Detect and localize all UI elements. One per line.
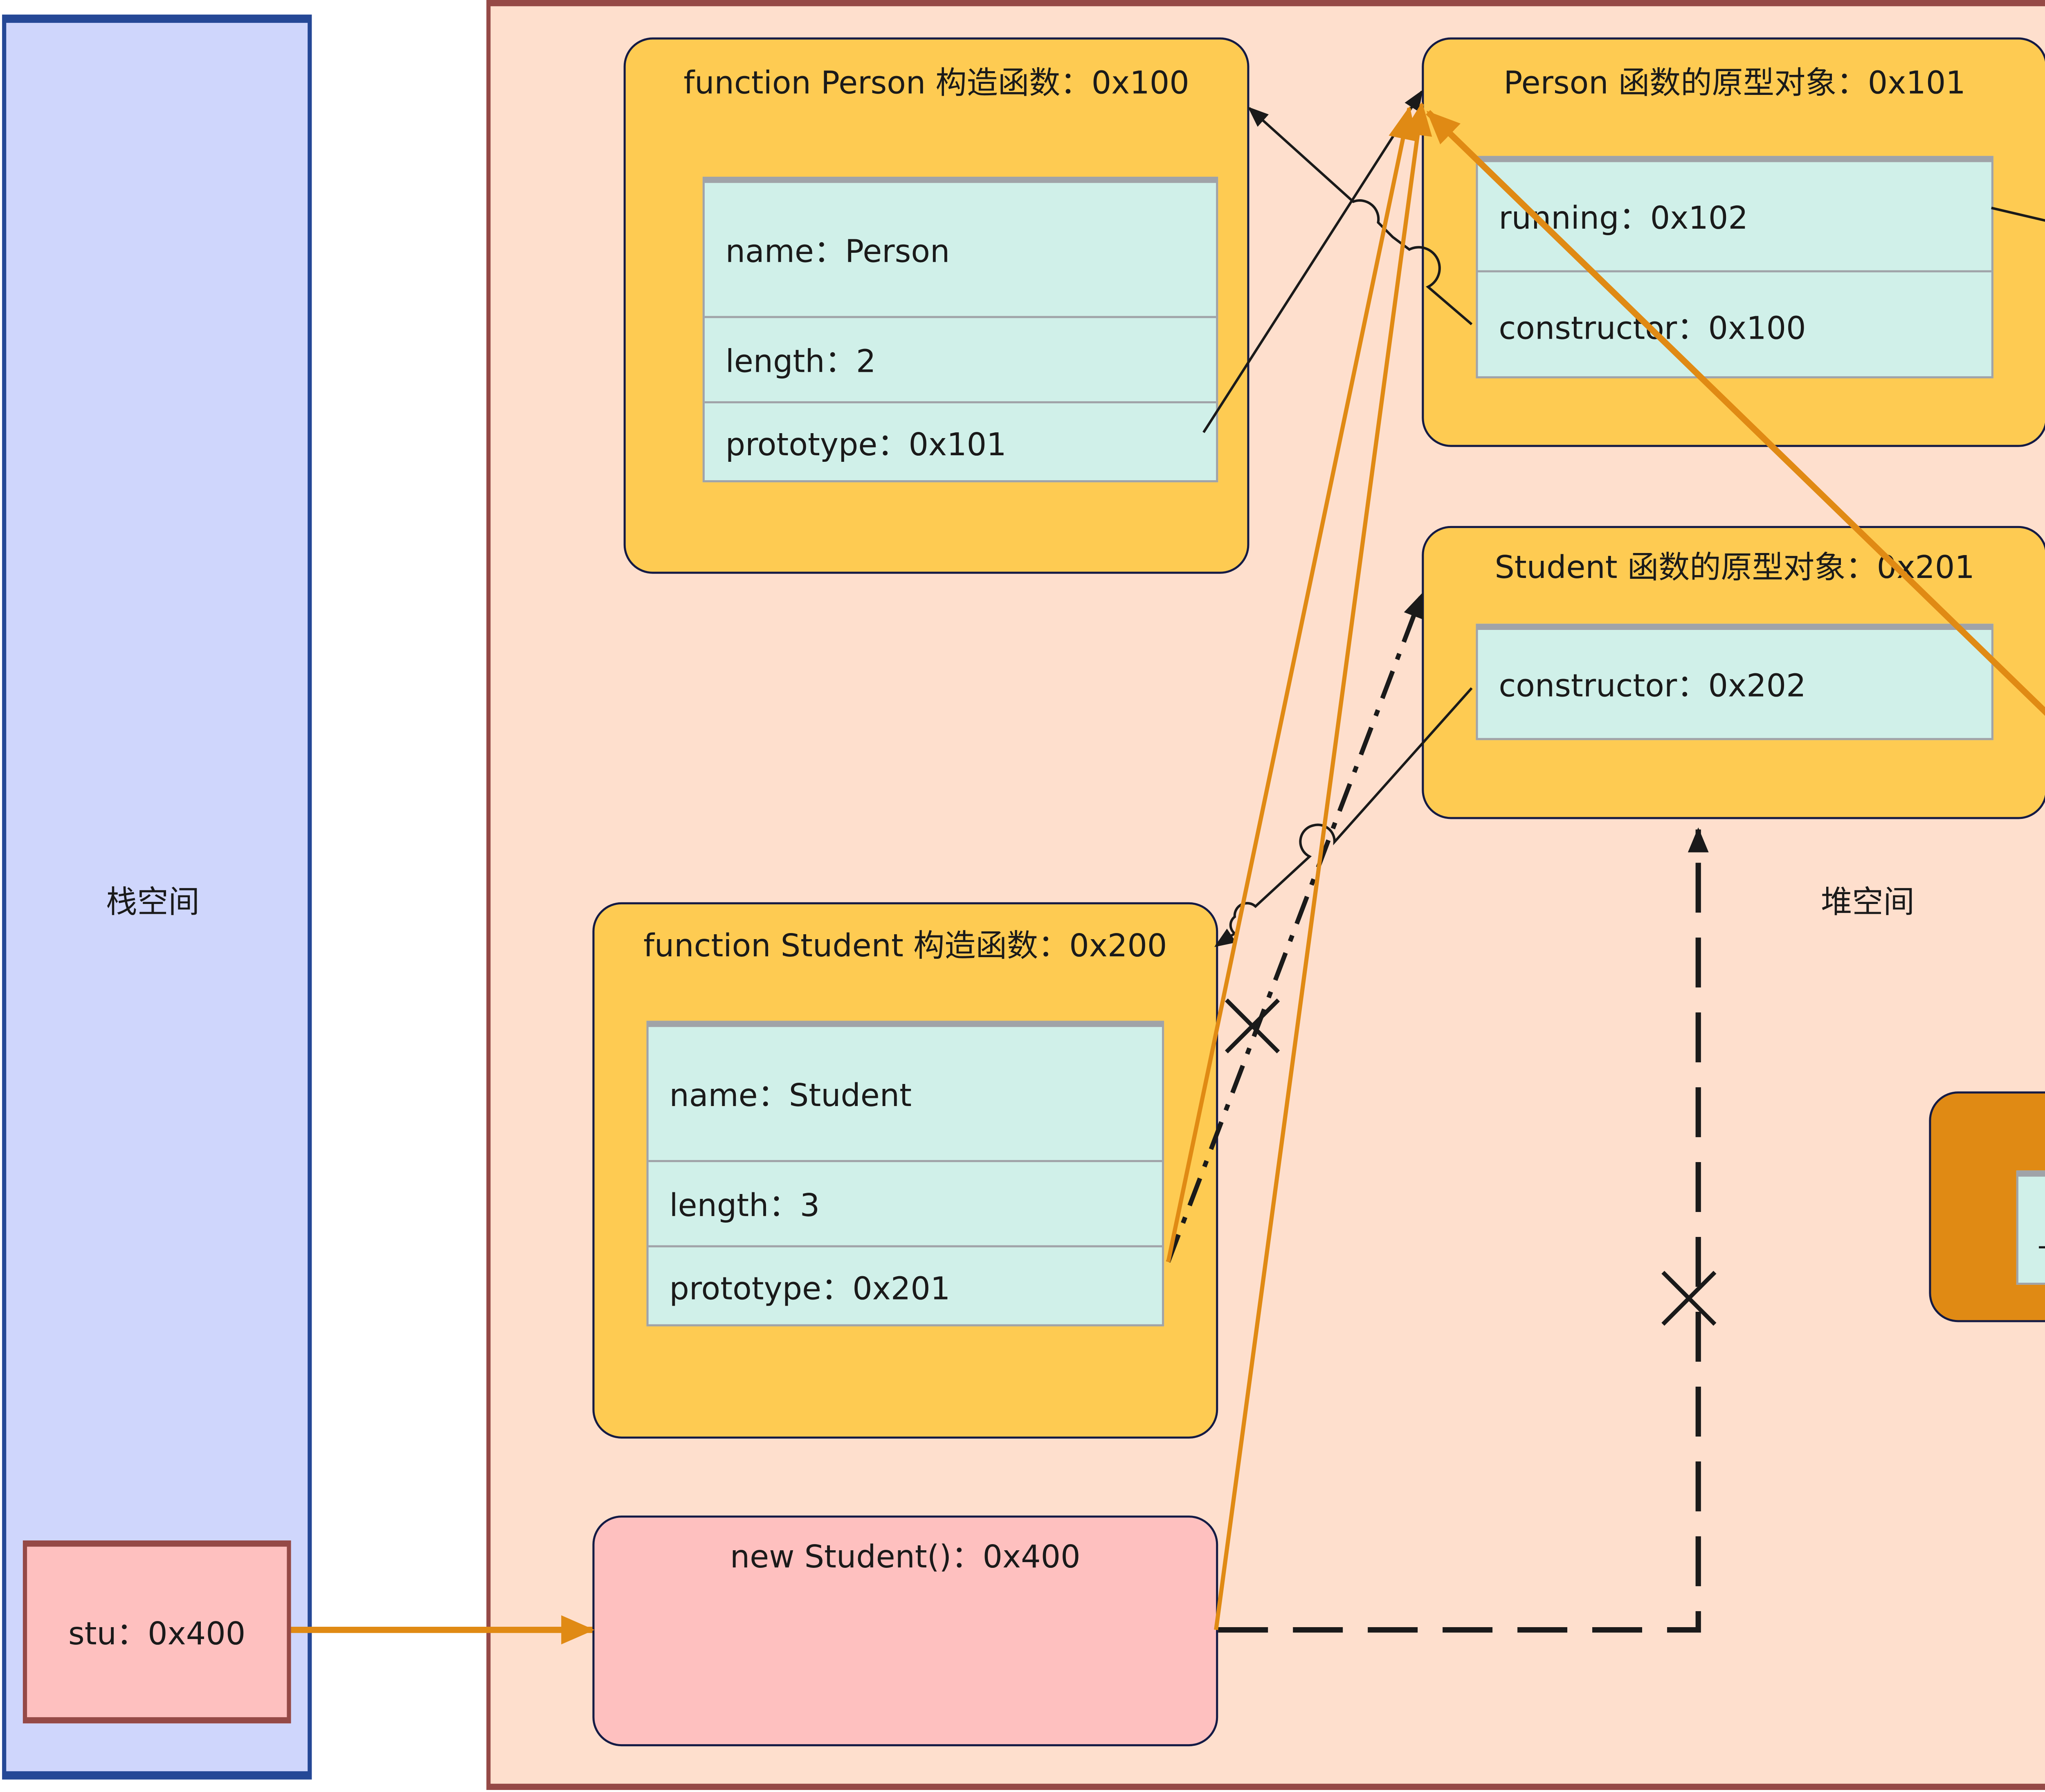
property-row-length: length：3: [648, 1160, 1162, 1245]
student-prototype-properties: constructor：0x202: [1476, 623, 1993, 740]
stu-variable-text: stu：0x400: [68, 1614, 246, 1652]
person-constructor-title: function Person 构造函数：0x100: [683, 64, 1189, 102]
person-constructor-properties: name：Person length：2 prototype：0x101: [702, 177, 1218, 484]
heap-space-label: 堆空间: [1821, 884, 1915, 921]
property-row-proto: __proto__：0x102: [2018, 1177, 2045, 1283]
person-prototype-node[interactable]: Person 函数的原型对象：0x101 running：0x102 const…: [1422, 37, 2045, 447]
property-row-prototype: prototype：0x201: [648, 1245, 1162, 1328]
cross-mark-icon: [1225, 998, 1280, 1054]
student-prototype-title: Student 函数的原型对象：0x201: [1494, 549, 1975, 587]
property-row-running: running：0x102: [1499, 198, 1748, 236]
property-row-prototype: prototype：0x101: [704, 401, 1216, 484]
stack-space-panel: [2, 14, 312, 1780]
stack-variable-stu[interactable]: stu：0x400: [22, 1540, 291, 1724]
person-prototype-properties: running：0x102 constructor：0x100: [1476, 156, 1993, 378]
edge-student-ctor-to-person-proto: [1166, 106, 1418, 1263]
edge-person-prototype-to-proto-object: [1202, 90, 1423, 433]
property-row-name: name：Person: [725, 232, 950, 270]
person-constructor-node[interactable]: function Person 构造函数：0x100 name：Person l…: [623, 37, 1249, 574]
property-row-name: name：Student: [669, 1076, 912, 1113]
student-prototype-node[interactable]: Student 函数的原型对象：0x201 constructor：0x202: [1422, 526, 2045, 819]
property-row-constructor: constructor：0x100: [1478, 270, 1991, 380]
edge-new-object-proto-to-person-proto: [1426, 110, 2045, 716]
stack-space-label: 栈空间: [106, 884, 200, 921]
new-student-title: new Student()：0x400: [730, 1538, 1081, 1576]
new-object-title: new Object()：0x300: [1931, 1112, 2045, 1156]
person-prototype-title: Person 函数的原型对象：0x101: [1503, 64, 1966, 102]
edge-new-student-to-person-proto: [1214, 102, 1432, 1630]
student-constructor-properties: name：Student length：3 prototype：0x201: [646, 1021, 1164, 1328]
student-constructor-node[interactable]: function Student 构造函数：0x200 name：Student…: [592, 902, 1218, 1439]
edge-person-proto-constructor-to-ctor: [1247, 106, 1473, 326]
new-object-properties: __proto__：0x102: [2016, 1170, 2045, 1285]
new-student-node[interactable]: new Student()：0x400: [592, 1515, 1218, 1747]
new-object-node[interactable]: new Object()：0x300 __proto__：0x102: [1929, 1091, 2045, 1322]
property-row-length: length：2: [704, 316, 1216, 401]
student-constructor-title: function Student 构造函数：0x200: [643, 927, 1167, 965]
property-row-constructor: constructor：0x202: [1499, 666, 1806, 704]
edge-new-student-to-student-proto: [1218, 827, 1709, 1633]
cross-mark-icon: [1661, 1270, 1717, 1326]
